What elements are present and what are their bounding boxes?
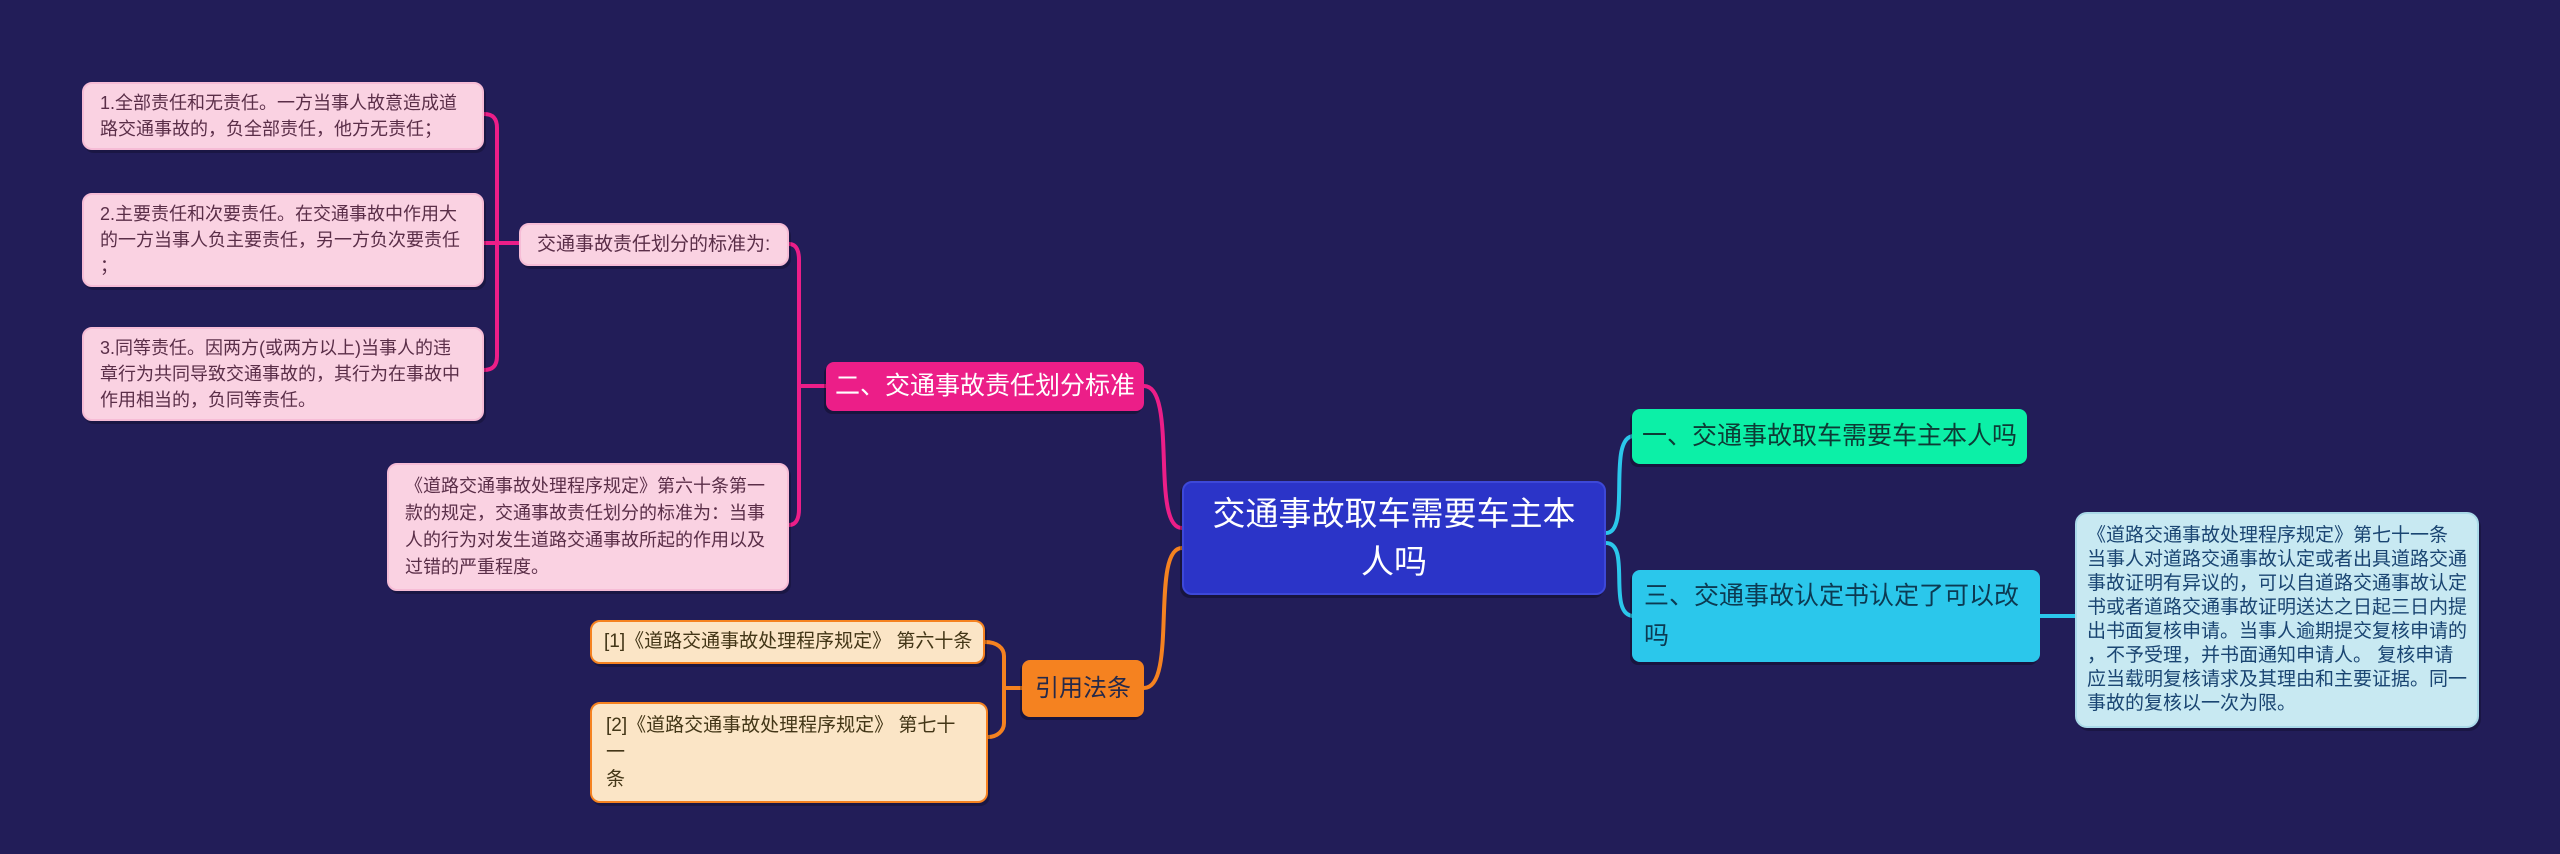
branch-node-modify[interactable]: 三、交通事故认定书认定了可以改 吗 (1632, 570, 2040, 662)
item-equal-responsibility[interactable]: 3.同等责任。因两方(或两方以上)当事人的违 章行为共同导致交通事故的，其行为在… (82, 327, 484, 421)
connector-standard-items-trunk (482, 112, 521, 372)
note-standard-intro[interactable]: 交通事故责任划分的标准为: (519, 223, 789, 266)
connector-root-to-modify (1604, 541, 1636, 618)
branch-node-citations[interactable]: 引用法条 (1022, 660, 1144, 717)
connector-citations-trunk (983, 640, 1024, 739)
connector-root-to-responsibility (1142, 384, 1184, 530)
root-node[interactable]: 交通事故取车需要车主本 人吗 (1182, 481, 1606, 595)
connector-root-to-citations (1142, 546, 1184, 690)
connector-root-to-pickup (1604, 434, 1636, 535)
citation-article-71[interactable]: [2]《道路交通事故处理程序规定》 第七十一 条 (590, 702, 988, 803)
law-detail-article-71[interactable]: 《道路交通事故处理程序规定》第七十一条 当事人对道路交通事故认定或者出具道路交通… (2075, 512, 2479, 728)
branch-node-responsibility-standard[interactable]: 二、交通事故责任划分标准 (826, 362, 1144, 411)
item-full-responsibility[interactable]: 1.全部责任和无责任。一方当事人故意造成道 路交通事故的，负全部责任，他方无责任… (82, 82, 484, 150)
connector-responsibility-trunk (787, 242, 828, 527)
law-detail-article-60[interactable]: 《道路交通事故处理程序规定》第六十条第一 款的规定，交通事故责任划分的标准为：当… (387, 463, 789, 591)
item-primary-secondary-responsibility[interactable]: 2.主要责任和次要责任。在交通事故中作用大 的一方当事人负主要责任，另一方负次要… (82, 193, 484, 287)
citation-article-60[interactable]: [1]《道路交通事故处理程序规定》 第六十条 (590, 620, 985, 664)
branch-node-pickup[interactable]: 一、交通事故取车需要车主本人吗 (1632, 409, 2027, 464)
